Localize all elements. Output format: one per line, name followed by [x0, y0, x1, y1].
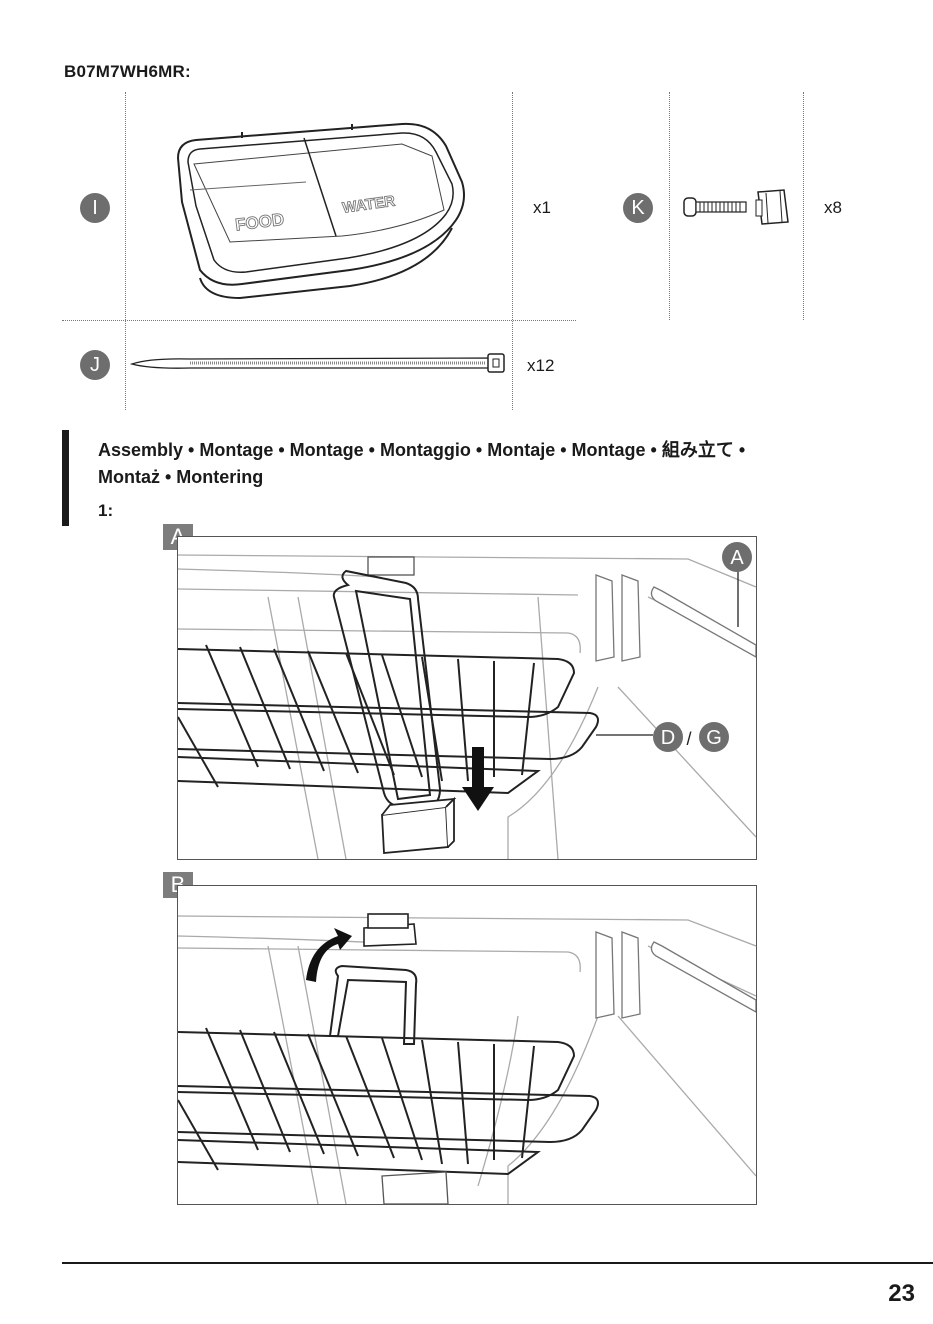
part-badge-k: K [623, 193, 653, 223]
footer-rule [62, 1262, 933, 1264]
grid-divider [62, 320, 576, 321]
callout-d: D [661, 727, 675, 749]
step-number: 1: [98, 501, 113, 521]
grid-divider [125, 92, 126, 410]
part-qty-k: x8 [824, 198, 842, 218]
page-number: 23 [888, 1280, 915, 1308]
assembly-heading: Assembly • Montage • Montage • Montaggio… [98, 437, 818, 491]
model-number: B07M7WH6MR: [64, 62, 191, 82]
panel-a-illustration: A D / G [178, 537, 756, 859]
cable-tie-illustration [130, 352, 508, 374]
callout-g: G [706, 727, 722, 749]
part-qty-i: x1 [533, 198, 551, 218]
screw-and-nut-illustration [682, 186, 790, 228]
part-badge-i: I [80, 193, 110, 223]
grid-divider [669, 92, 670, 320]
food-water-bowl-illustration: FOOD WATER [170, 118, 470, 300]
panel-a: A D / G [177, 536, 757, 860]
grid-divider [803, 92, 804, 320]
section-bar [62, 430, 69, 526]
assembly-heading-line2: Montaż • Montering [98, 464, 818, 491]
grid-divider [512, 92, 513, 410]
part-badge-j: J [80, 350, 110, 380]
callout-a: A [730, 547, 744, 569]
panel-b [177, 885, 757, 1205]
panel-b-illustration [178, 886, 756, 1204]
callout-separator: / [686, 729, 691, 749]
assembly-heading-line1: Assembly • Montage • Montage • Montaggio… [98, 437, 818, 464]
part-qty-j: x12 [527, 356, 554, 376]
